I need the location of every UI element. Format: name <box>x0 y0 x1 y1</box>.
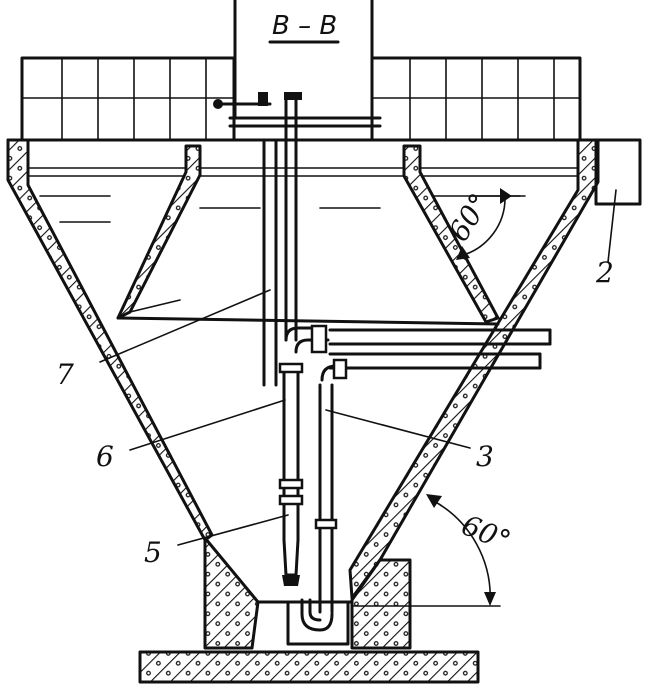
discharge-pipes <box>284 324 552 382</box>
foundation-slab <box>138 650 480 684</box>
label-2: 2 <box>595 256 614 289</box>
sludge-pipe <box>278 362 304 586</box>
upper-angle-marker <box>456 188 526 260</box>
upper-grid-right <box>370 56 582 142</box>
label-7: 7 <box>56 358 74 391</box>
section-title: B – B <box>272 11 337 41</box>
bottom-sump <box>203 536 412 650</box>
upper-grid-left <box>20 56 236 142</box>
outlet-trough <box>594 138 642 206</box>
sump-wall-right <box>350 558 412 650</box>
central-pipe <box>262 92 298 387</box>
label-5: 5 <box>144 536 162 569</box>
leader-lines <box>99 189 617 546</box>
water-surface <box>27 167 579 223</box>
label-6: 6 <box>96 440 114 473</box>
sump-wall-left <box>203 536 260 650</box>
return-pipe <box>300 383 338 632</box>
deflector-wall-left <box>116 144 202 320</box>
section-title-group: B – B <box>268 11 340 44</box>
service-bridge <box>213 92 382 128</box>
sludge-pit <box>286 600 350 646</box>
lower-angle-marker <box>351 494 501 607</box>
deflector-bottom-edge <box>116 316 500 326</box>
deflector-wall-right <box>402 144 500 324</box>
label-3: 3 <box>476 440 494 473</box>
angle-lower: 60° <box>457 508 515 557</box>
